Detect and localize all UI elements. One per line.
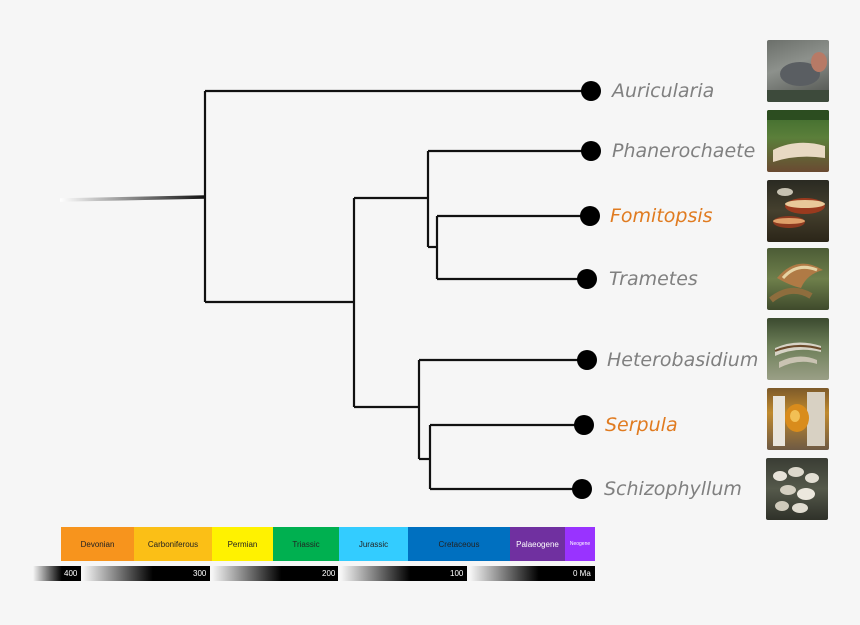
tip-dot-fomitopsis: [580, 206, 600, 226]
time-scale-segment-4: [341, 566, 467, 581]
time-scale-segment-2: [83, 566, 210, 581]
period-permian: Permian: [212, 527, 273, 561]
tree-branches: [59, 89, 591, 491]
taxon-label-serpula: Serpula: [605, 414, 678, 436]
photo-fomitopsis: [767, 180, 829, 242]
time-scale-segment-1: [33, 566, 81, 581]
photo-trametes: [767, 248, 829, 310]
root-branch: [59, 195, 206, 202]
time-tick-100: 100: [450, 569, 464, 578]
period-neogene: Neogene: [565, 527, 595, 561]
photo-serpula: [767, 388, 829, 450]
tip-dot-serpula: [574, 415, 594, 435]
time-tick-200: 200: [322, 569, 336, 578]
period-devonian: Devonian: [61, 527, 134, 561]
tip-dot-trametes: [577, 269, 597, 289]
taxon-label-schizophyllum: Schizophyllum: [604, 478, 742, 500]
taxon-label-trametes: Trametes: [609, 268, 698, 290]
time-tick-300: 300: [193, 569, 207, 578]
photo-schizophyllum: [766, 458, 828, 520]
time-scale-segment-5: [470, 566, 595, 581]
time-tick-0: 0 Ma: [573, 569, 591, 578]
period-cretaceous: Cretaceous: [408, 527, 510, 561]
taxon-label-auricularia: Auricularia: [612, 80, 715, 102]
tip-markers: [572, 81, 601, 499]
time-scale-segment-3: [212, 566, 338, 581]
period-jurassic: Jurassic: [339, 527, 408, 561]
tip-dot-auricularia: [581, 81, 601, 101]
time-tick-400: 400: [64, 569, 78, 578]
tip-dot-heterobasidium: [577, 350, 597, 370]
period-carboniferous: Carboniferous: [134, 527, 212, 561]
period-palaeogene: Palaeogene: [510, 527, 565, 561]
photo-auricularia: [767, 40, 829, 102]
taxon-label-fomitopsis: Fomitopsis: [610, 205, 713, 227]
period-triassic: Triassic: [273, 527, 339, 561]
tip-dot-phanerochaete: [581, 141, 601, 161]
tip-dot-schizophyllum: [572, 479, 592, 499]
photo-phanerochaete: [767, 110, 829, 172]
photo-heterobasidium: [767, 318, 829, 380]
taxon-label-phanerochaete: Phanerochaete: [612, 140, 756, 162]
taxon-label-heterobasidium: Heterobasidium: [607, 349, 759, 371]
